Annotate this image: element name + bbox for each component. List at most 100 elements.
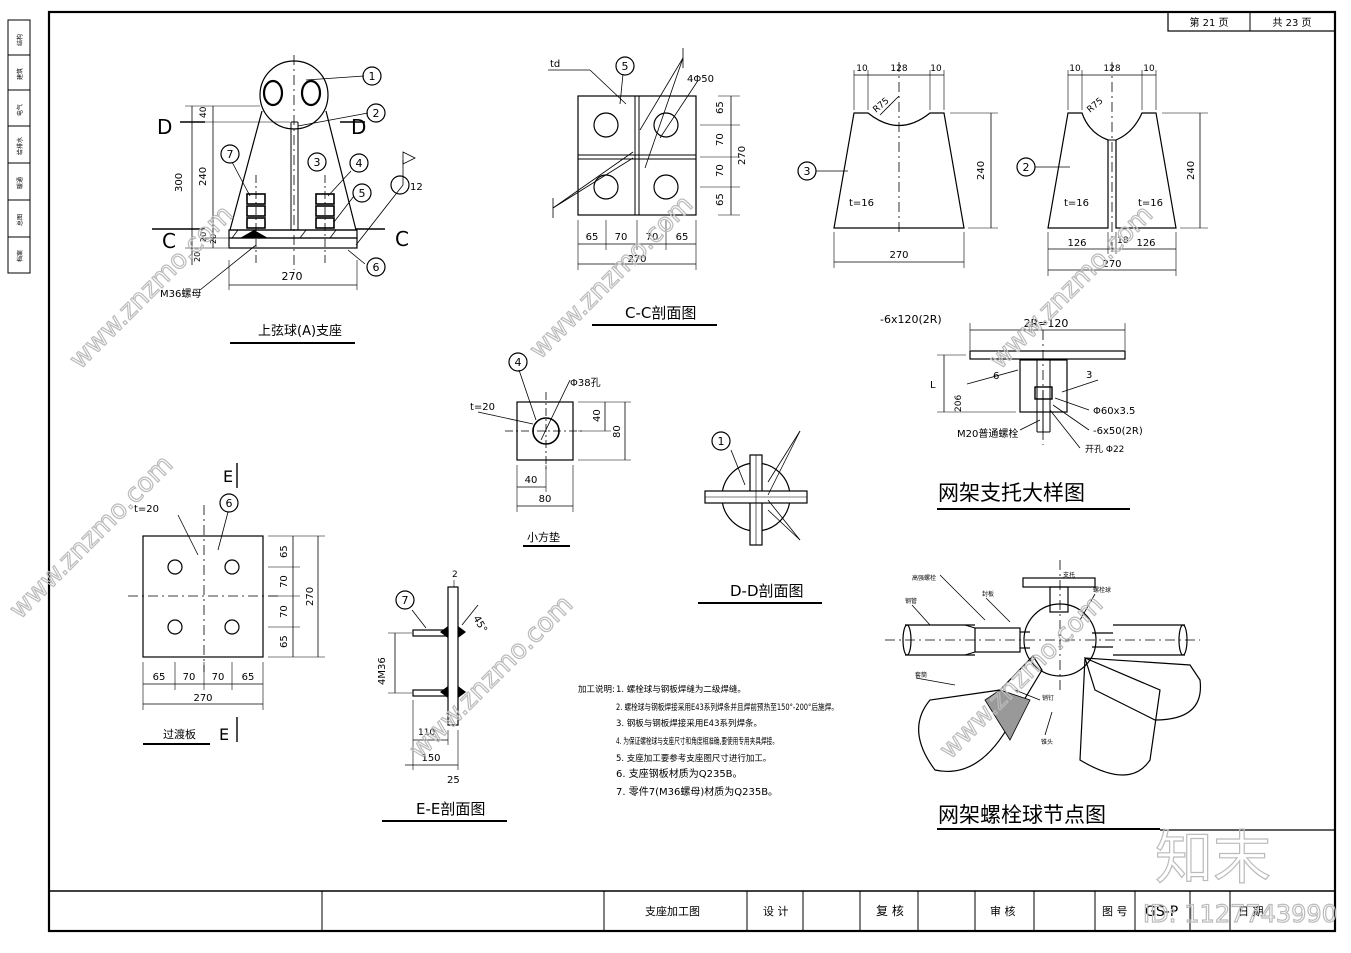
tp-dim-r1: 65	[279, 545, 290, 558]
sd-weld-left: 6	[993, 371, 999, 382]
section-cc-text: td 5 4Φ50 65 70 70 65 270 65 70 70 65 27…	[550, 59, 748, 322]
washer-dim-80v: 80	[612, 425, 623, 438]
p2-height: 240	[1186, 161, 1197, 180]
plate3-drawing	[797, 62, 998, 268]
support-detail-drawing	[937, 323, 1130, 510]
tp-dim-r3: 70	[279, 605, 290, 618]
ee-dim-150: 150	[421, 753, 440, 764]
washer-title: 小方垫	[527, 530, 560, 544]
cc-balloon-5: 5	[622, 60, 629, 73]
ee-dim-25: 25	[447, 775, 460, 786]
p2-thickness-right: t=16	[1138, 198, 1163, 209]
drawing-name: 支座加工图	[645, 904, 700, 918]
strip-label-2: 建筑	[16, 68, 24, 80]
p2-dim-128: 128	[1103, 64, 1120, 74]
cc-td: td	[550, 59, 560, 70]
balloon-5: 5	[359, 187, 366, 200]
watermark-id: ID: 1127743990	[1143, 900, 1337, 928]
node-label-8: 锥头	[1041, 738, 1053, 746]
strip-label-1: 结构	[16, 34, 24, 46]
cc-dim-r3: 70	[715, 164, 726, 177]
tp-dim-r5: 270	[305, 587, 316, 606]
p3-thickness: t=16	[849, 198, 874, 209]
transition-plate-drawing	[128, 463, 325, 745]
washer-balloon: 4	[515, 356, 522, 369]
strip-label-5: 暖通	[16, 177, 24, 189]
support-detail-text: -6x120(2R) 2R=120 6 3 L 206 Φ60x3.5 -6x5…	[880, 313, 1143, 505]
watermark-brand: 知末	[1155, 824, 1271, 892]
strip-label-4: 给排水	[16, 137, 24, 155]
cc-dim-r2: 70	[715, 133, 726, 146]
sd-hole: 开孔 Φ22	[1085, 444, 1124, 455]
approve-label: 审 核	[990, 904, 1016, 918]
processing-notes: 加工说明: 1. 螺栓球与钢板焊缝为二级焊缝。 2. 螺栓球与钢板焊接采用E43…	[578, 684, 838, 798]
watermark-text-1: www.znzmo.com	[64, 200, 239, 375]
ee-dim-45: 45°	[470, 614, 488, 635]
ee-dim-110: 110	[418, 728, 435, 738]
cc-dim-b5: 270	[627, 254, 646, 265]
dim-40: 40	[199, 106, 209, 118]
section-mark-c-right: C	[395, 227, 409, 251]
tp-section-e-bottom: E	[219, 725, 229, 744]
p3-height: 240	[976, 161, 987, 180]
drawing-no-label: 图 号	[1102, 905, 1128, 918]
watermark: www.znzmo.com www.znzmo.com www.znzmo.co…	[3, 189, 1337, 929]
page-current: 第 21 页	[1189, 16, 1228, 29]
note-1: 1. 螺栓球与钢板焊缝为二级焊缝。	[616, 684, 746, 695]
tp-section-e-top: E	[223, 467, 233, 486]
date-label: 日 期	[1238, 905, 1264, 918]
watermark-text-4: www.znzmo.com	[4, 450, 179, 625]
design-label: 设 计	[763, 905, 789, 918]
tp-dim-b3: 70	[212, 672, 225, 683]
section-ee-text: 7 2 45° 4M36 110 150 25 E-E剖面图	[377, 570, 489, 818]
washer-text: 4 Φ38孔 t=20 40 80 40 80 小方垫	[470, 356, 623, 544]
support-a-elevation	[152, 55, 416, 344]
cc-dim-b2: 70	[615, 232, 628, 243]
p2-dim-10a: 10	[1069, 64, 1081, 74]
sheet-border	[7, 10, 1337, 933]
p3-radius: R75	[872, 96, 892, 115]
sd-weld-right: 3	[1086, 370, 1092, 381]
tp-dim-b4: 65	[242, 672, 255, 683]
transition-plate-text: t=20 6 E E 65 70 70 65 270 65 70 70 65 2…	[134, 467, 316, 744]
p2-radius: R75	[1086, 96, 1106, 115]
p2-width: 270	[1102, 259, 1121, 270]
balloon-4: 4	[356, 157, 363, 170]
dim-300: 300	[174, 173, 185, 192]
tp-dim-r2: 70	[279, 575, 290, 588]
watermark-text-3: www.znzmo.com	[984, 200, 1159, 375]
washer-dim-40h: 40	[525, 475, 538, 486]
sd-title: 网架支托大样图	[938, 481, 1085, 505]
p2-dim-126b: 126	[1136, 238, 1155, 249]
strip-label-6: 总图	[16, 214, 24, 226]
strip-label-7: 档案	[16, 250, 24, 262]
tp-dim-b2: 70	[183, 672, 196, 683]
p3-width: 270	[889, 250, 908, 261]
sd-height: 206	[954, 395, 964, 412]
p3-dim-10b: 10	[930, 64, 942, 74]
bolt-ball-node-drawing	[885, 560, 1335, 831]
ee-dim-2: 2	[452, 570, 458, 580]
note-3: 3. 钢板与钢板焊接采用E43系列焊条。	[616, 718, 762, 729]
cc-dim-r1: 65	[715, 101, 726, 114]
dim-270: 270	[282, 270, 303, 283]
cc-holes: 4Φ50	[687, 74, 714, 85]
weld-size: 12	[410, 182, 423, 193]
notes-heading: 加工说明:	[578, 684, 615, 695]
cc-dim-b3: 70	[646, 232, 659, 243]
support-a-title: 上弦球(A)支座	[258, 323, 342, 339]
p2-dim-18: 18	[1117, 236, 1129, 246]
cc-dim-b1: 65	[586, 232, 599, 243]
bolt-ball-node-text: 高强螺栓 钢管 封板 销钉 支托 螺栓球 套筒 锥头 网架螺栓球节点图	[905, 571, 1111, 827]
balloon-2: 2	[373, 107, 380, 120]
plate2-drawing	[1016, 62, 1208, 276]
node-label-4: 销钉	[1042, 694, 1054, 702]
balloon-1: 1	[369, 70, 376, 83]
note-4: 4. 为保证螺栓球与支座尺寸和角度相准确,要使用专用夹具焊接。	[616, 736, 778, 747]
p3-dim-128: 128	[890, 64, 907, 74]
node-label-1: 高强螺栓	[912, 574, 936, 582]
dd-balloon: 1	[718, 435, 725, 448]
cc-title: C-C剖面图	[625, 304, 696, 322]
strip-label-3: 电气	[16, 104, 24, 116]
